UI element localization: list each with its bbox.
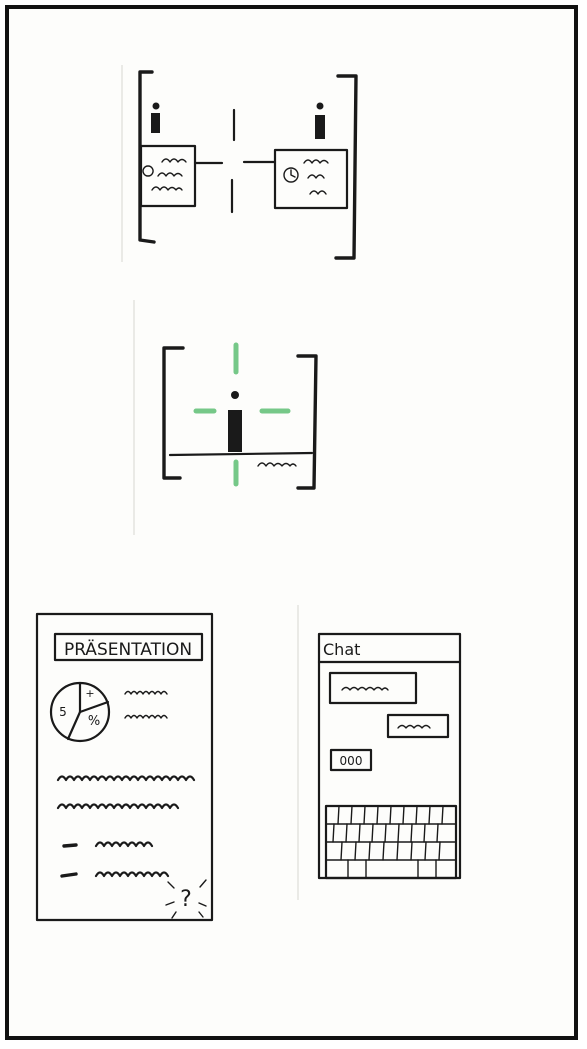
pie-chart-sketch: + % 5 (51, 683, 109, 741)
scribble-text (96, 873, 168, 877)
sketch-chat: Chat 000 (319, 634, 460, 878)
scribble-text (162, 159, 186, 162)
chat-title: Chat (323, 640, 360, 659)
pie-label: % (88, 714, 100, 729)
scribble-text (158, 173, 182, 176)
bullet-dash (62, 874, 76, 876)
typing-indicator: 000 (340, 754, 363, 768)
bullet-dash (64, 845, 76, 846)
left-bracket (164, 348, 183, 478)
crosshair (195, 110, 275, 212)
scribble-text (152, 187, 182, 190)
scribble-text (304, 160, 328, 163)
scribble-text (258, 463, 296, 466)
scribble-text (58, 805, 178, 809)
info-panel-divider (170, 453, 312, 455)
question-mark-icon: ? (166, 880, 206, 918)
info-icon (315, 103, 325, 140)
sketch-split-info-cards (140, 72, 356, 258)
presentation-title: PRÄSENTATION (64, 639, 192, 660)
scribble-text (308, 175, 324, 178)
right-bracket (298, 356, 316, 488)
scribble-text (125, 692, 167, 695)
pie-label: 5 (59, 705, 67, 719)
svg-text:?: ? (180, 887, 192, 912)
scribble-text (96, 843, 152, 847)
clock-icon (143, 166, 153, 176)
scribble-text (310, 191, 326, 194)
scribble-text (125, 716, 167, 719)
scribble-text (58, 777, 194, 781)
info-icon (151, 103, 160, 134)
sketch-single-info (164, 345, 316, 488)
info-icon (228, 391, 242, 452)
keyboard-sketch (326, 806, 456, 878)
pie-label: + (85, 687, 94, 700)
sketch-presentation: PRÄSENTATION + % 5 ? (37, 614, 212, 920)
